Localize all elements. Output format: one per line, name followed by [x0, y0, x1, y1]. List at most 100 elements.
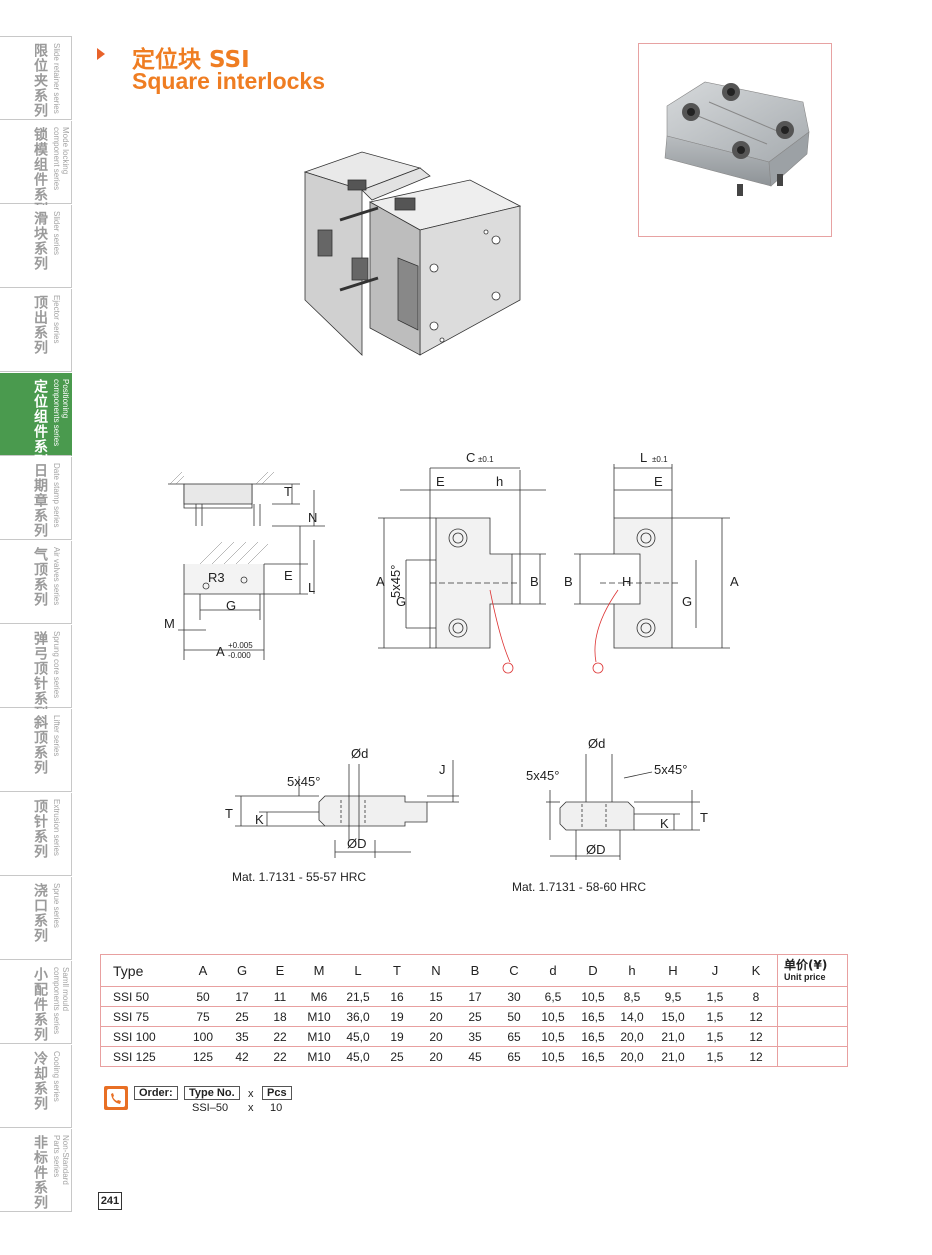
table-header-cell: B — [455, 954, 495, 987]
table-cell: 8 — [735, 986, 778, 1007]
sidebar-tab-12[interactable]: 冷却系列 Cooling series — [0, 1045, 72, 1128]
table-cell: 19 — [377, 1026, 417, 1047]
dim-d: Ød — [351, 746, 368, 761]
sidebar-tab-cn-label: 弹弓顶针系列 — [32, 631, 48, 721]
phone-order-icon — [104, 1086, 128, 1110]
order-example-type: SSI–50 — [192, 1102, 229, 1114]
table-header-cell: C — [495, 954, 533, 987]
table-cell: 1,5 — [695, 986, 735, 1007]
table-cell: M10 — [299, 1046, 339, 1067]
table-cell: 15 — [417, 986, 455, 1007]
table-header-cell: A — [183, 954, 223, 987]
dim-chamfer: 5x45° — [388, 565, 403, 598]
sidebar-tab-cn-label: 斜顶系列 — [32, 715, 48, 775]
table-cell: 25 — [377, 1046, 417, 1067]
dim-d2: Ød — [588, 736, 605, 751]
sidebar-tab-en-label: Air valves series — [52, 547, 61, 606]
table-cell: 1,5 — [695, 1006, 735, 1027]
dim-T2: T — [225, 806, 233, 821]
dim-E2: E — [436, 474, 445, 489]
table-cell: 35 — [223, 1026, 261, 1047]
dim-A: A — [216, 644, 225, 659]
table-cell: 16,5 — [573, 1006, 613, 1027]
order-x: x — [248, 1088, 254, 1100]
mould-assembly-illustration — [303, 151, 522, 356]
dim-chamfer4: 5x45° — [526, 768, 559, 783]
title-arrow-icon — [97, 48, 105, 60]
dim-M: M — [164, 616, 175, 631]
table-cell: 21,0 — [651, 1046, 695, 1067]
dim-B: B — [530, 574, 539, 589]
table-cell: 75 — [183, 1006, 223, 1027]
dim-T3: T — [700, 810, 708, 825]
table-cell-price — [777, 986, 848, 1007]
table-cell: 16 — [377, 986, 417, 1007]
table-cell: SSI 125 — [100, 1046, 183, 1067]
dim-chamfer2: 5x45° — [287, 774, 320, 789]
dim-K2: K — [660, 816, 669, 831]
sidebar-tab-en-label: Sprung core series — [52, 631, 61, 699]
order-example-x: x — [248, 1102, 254, 1114]
table-header-cell: N — [417, 954, 455, 987]
table-header-cell: L — [339, 954, 377, 987]
table-cell: 35 — [455, 1026, 495, 1047]
table-cell: 10,5 — [573, 986, 613, 1007]
table-cell: 20,0 — [613, 1046, 651, 1067]
dim-R3: R3 — [208, 570, 225, 585]
dim-chamfer3: 5x45° — [654, 762, 687, 777]
table-cell: SSI 75 — [100, 1006, 183, 1027]
table-cell: 21,0 — [651, 1026, 695, 1047]
dim-G3: G — [682, 594, 692, 609]
sidebar-tab-en-label: Slide retainer series — [52, 43, 61, 114]
dim-K: K — [255, 812, 264, 827]
plan-view-female-drawing: L ±0.1 E H B A G — [564, 450, 739, 674]
dim-N: N — [308, 510, 317, 525]
sidebar-tab-cn-label: 小配件系列 — [32, 967, 48, 1042]
sidebar-tab-cn-label: 锁模组件系列 — [32, 127, 48, 217]
table-cell: 18 — [261, 1006, 299, 1027]
table-header-cell: D — [573, 954, 613, 987]
table-cell: 11 — [261, 986, 299, 1007]
table-header-cell: h — [613, 954, 651, 987]
dim-L2-tol: ±0.1 — [652, 455, 668, 464]
table-cell: 10,5 — [533, 1026, 573, 1047]
dim-L2: L — [640, 450, 647, 465]
table-header-cell: d — [533, 954, 573, 987]
table-cell: 12 — [735, 1006, 778, 1027]
sidebar-tab-cn-label: 冷却系列 — [32, 1051, 48, 1111]
table-cell: 10,5 — [533, 1006, 573, 1027]
table-cell: 12 — [735, 1046, 778, 1067]
sidebar-tab-7[interactable]: 弹弓顶针系列 Sprung core series — [0, 625, 72, 721]
sidebar-tab-cn-label: 顶出系列 — [32, 295, 48, 355]
table-cell: 6,5 — [533, 986, 573, 1007]
dim-C-tol: ±0.1 — [478, 455, 494, 464]
product-photo — [638, 43, 832, 237]
order-type-label: Type No. — [184, 1086, 240, 1100]
table-cell: 65 — [495, 1026, 533, 1047]
order-pcs-label: Pcs — [262, 1086, 292, 1100]
dim-C: C — [466, 450, 475, 465]
sidebar-tab-en-label: Cooling series — [52, 1051, 61, 1102]
dim-T: T — [284, 484, 292, 499]
table-cell-price — [777, 1026, 848, 1047]
dim-D: ØD — [347, 836, 367, 851]
sidebar-tab-cn-label: 浇口系列 — [32, 883, 48, 943]
dim-A-tol-up: +0.005 — [228, 641, 253, 650]
